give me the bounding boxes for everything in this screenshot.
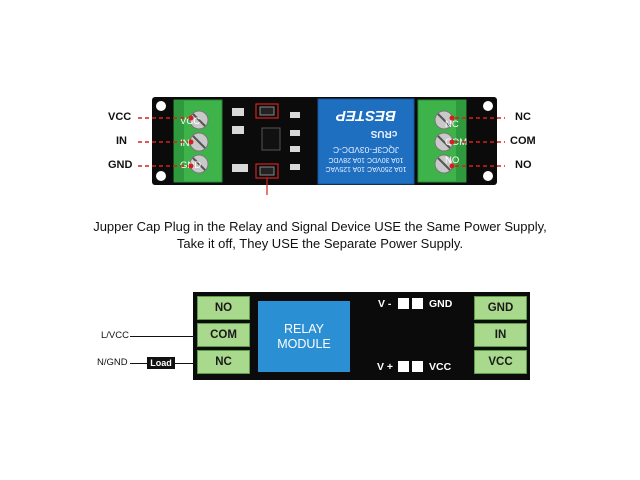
load-block: Load <box>147 357 175 369</box>
mount-hole <box>156 171 166 181</box>
smd-component <box>232 164 248 172</box>
caption-line-1: Jupper Cap Plug in the Relay and Signal … <box>93 219 547 234</box>
smd-component <box>290 146 300 152</box>
mount-hole <box>483 171 493 181</box>
cell-in: IN <box>474 323 527 347</box>
smd-component <box>290 164 300 170</box>
wire-lvcc <box>130 336 197 337</box>
wire-label-lvcc: L/VCC <box>101 330 129 341</box>
smd-component <box>290 130 300 136</box>
wire-label-ngnd: N/GND <box>97 357 128 368</box>
jumper-bottom-right-label: VCC <box>429 361 452 373</box>
terminal-text-right: NC <box>445 119 459 130</box>
label-in: IN <box>116 135 127 147</box>
relay-body <box>317 98 415 185</box>
mount-hole <box>156 101 166 111</box>
relay-spec-line: JQC3F-03VDC-C <box>333 145 399 155</box>
cell-gnd: GND <box>474 296 527 320</box>
cell-vcc: VCC <box>474 350 527 374</box>
smd-component <box>290 112 300 118</box>
relay-module-block: RELAY MODULE <box>258 301 350 372</box>
relay-board-photo: 10A 250VAC 10A 125VAC 10A 30VDC 10A 28VD… <box>138 97 505 195</box>
relay-spec-line: 10A 250VAC 10A 125VAC <box>325 165 406 172</box>
label-no: NO <box>515 159 532 171</box>
relay-brand: BESTEP <box>335 107 396 124</box>
jumper-header <box>255 103 279 119</box>
jumper-pin <box>412 298 423 309</box>
jumper-pin <box>398 298 409 309</box>
label-vcc: VCC <box>108 111 132 123</box>
transistor <box>261 127 281 151</box>
smd-component <box>232 126 244 134</box>
module-line-1: RELAY <box>283 321 325 336</box>
jumper-pin <box>412 361 423 372</box>
cell-no: NO <box>197 296 250 320</box>
wire-ngnd-b <box>175 363 197 364</box>
label-nc: NC <box>515 111 531 123</box>
terminal-text-left: VCC <box>180 116 200 127</box>
module-line-2: MODULE <box>277 336 331 351</box>
label-com: COM <box>510 135 536 147</box>
cell-com: COM <box>197 323 250 347</box>
jumper-top-left-label: V - <box>378 298 392 310</box>
jumper-bottom-left-label: V + <box>377 361 394 373</box>
smd-component <box>232 108 244 116</box>
label-gnd: GND <box>108 159 133 171</box>
jumper-pin <box>398 361 409 372</box>
terminal-text-right: NO <box>445 155 459 166</box>
wire-ngnd-a <box>130 363 147 364</box>
cell-nc: NC <box>197 350 250 374</box>
caption-line-2: Take it off, They USE the Separate Power… <box>176 236 464 251</box>
terminal-text-left: IN <box>180 138 190 149</box>
relay-spec-line: 10A 30VDC 10A 28VDC <box>328 156 403 163</box>
cert-mark: cRUS <box>370 128 397 139</box>
jumper-top-right-label: GND <box>429 298 453 310</box>
mount-hole <box>483 101 493 111</box>
